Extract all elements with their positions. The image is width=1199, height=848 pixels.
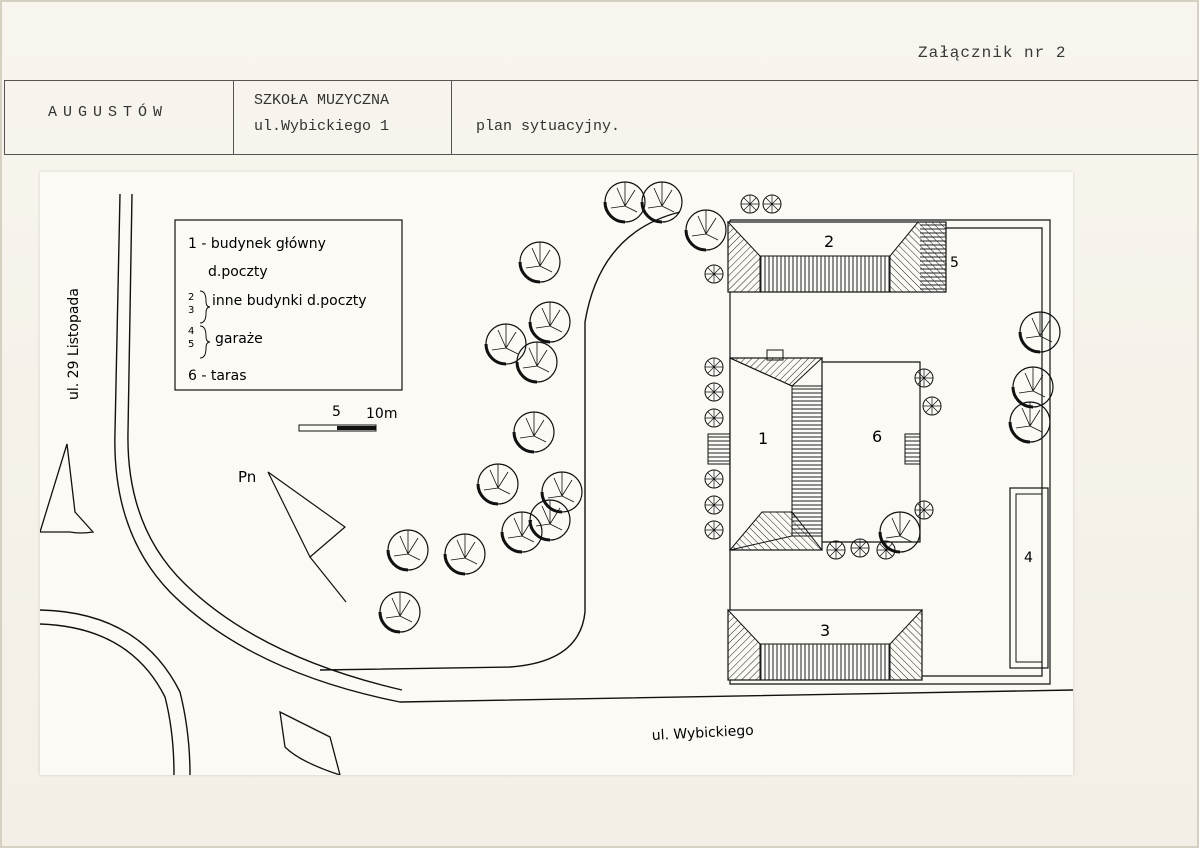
trees	[378, 180, 1062, 634]
north-label: Pn	[238, 468, 256, 486]
header-top-rule	[4, 80, 1198, 81]
legend-num-2: 2	[188, 292, 194, 303]
attachment-label: Załącznik nr 2	[918, 44, 1067, 62]
legend-num-3: 3	[188, 305, 194, 316]
building-1-label: 1	[758, 429, 768, 448]
header-divider-left	[4, 80, 5, 155]
traffic-island-left	[39, 443, 95, 534]
building-2: 2	[727, 220, 947, 293]
building-3-label: 3	[820, 621, 830, 640]
school-name: SZKOŁA MUZYCZNA	[254, 92, 390, 109]
legend-line-3: inne budynki d.poczty	[212, 293, 367, 309]
legend-brace-2	[199, 325, 211, 359]
building-1: 1	[707, 349, 824, 551]
legend-num-5: 5	[188, 339, 194, 350]
terrace-6: 6	[822, 361, 921, 543]
building-2-label: 2	[824, 232, 834, 251]
traffic-island-bottom	[279, 710, 341, 776]
legend-line-5: 6 - taras	[188, 368, 247, 384]
building-5-label: 5	[950, 255, 959, 271]
building-4: 4	[1009, 487, 1049, 669]
legend-brace-1	[199, 290, 211, 324]
terrace-6-label: 6	[872, 427, 882, 446]
header-divider-1	[233, 80, 234, 155]
site-plan-drawing: 1 - budynek główny d.poczty 2 3 inne bud…	[39, 180, 1074, 776]
street-bottom-label: ul. Wybickiego	[651, 723, 754, 744]
roads	[39, 193, 1074, 776]
legend-box: 1 - budynek główny d.poczty 2 3 inne bud…	[174, 219, 403, 391]
legend-line-1: 1 - budynek główny	[188, 236, 326, 252]
header-bottom-rule	[4, 154, 1198, 155]
legend-line-4: garaże	[215, 331, 263, 347]
header-divider-2	[451, 80, 452, 155]
street-left-label: ul. 29 Listopada	[66, 288, 82, 400]
building-4-label: 4	[1024, 550, 1033, 566]
site-plan: 1 - budynek główny d.poczty 2 3 inne bud…	[39, 172, 1074, 776]
north-arrow: Pn	[238, 468, 347, 603]
legend-num-4: 4	[188, 326, 194, 337]
city-name: AUGUSTÓW	[48, 104, 169, 121]
building-3: 3	[727, 608, 923, 681]
school-address: ul.Wybickiego 1	[254, 118, 390, 135]
document-type: plan sytuacyjny.	[476, 118, 621, 135]
scale-bar: 5 10m	[298, 404, 397, 432]
legend-line-2: d.poczty	[208, 264, 268, 280]
scale-label-10m: 10m	[366, 406, 397, 422]
scale-label-5: 5	[332, 404, 341, 420]
